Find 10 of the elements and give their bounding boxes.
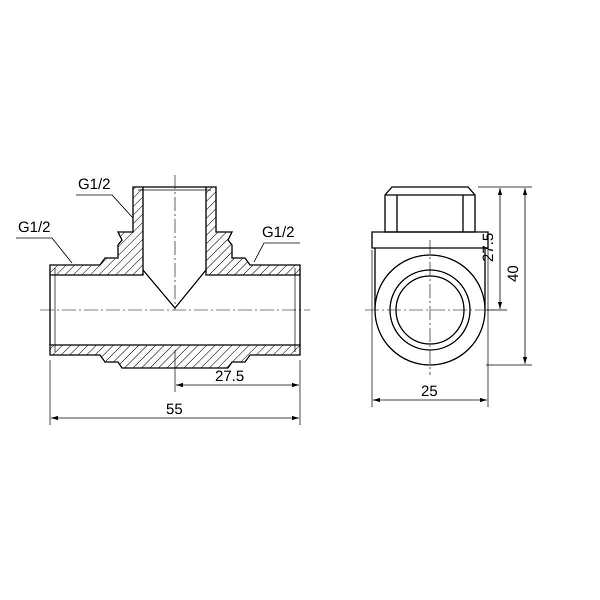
dimension-label: 25 bbox=[421, 384, 438, 399]
leader-line bbox=[254, 242, 300, 262]
dimension-label: 40 bbox=[506, 265, 521, 282]
thread-size-label: G1/2 bbox=[18, 220, 51, 235]
thread-size-label: G1/2 bbox=[262, 225, 295, 240]
dimension-label: 55 bbox=[166, 402, 183, 417]
leader-line bbox=[76, 194, 134, 218]
thread-size-label: G1/2 bbox=[78, 177, 111, 192]
dimension-label: 27.5 bbox=[215, 369, 244, 384]
leader-line bbox=[16, 238, 72, 264]
